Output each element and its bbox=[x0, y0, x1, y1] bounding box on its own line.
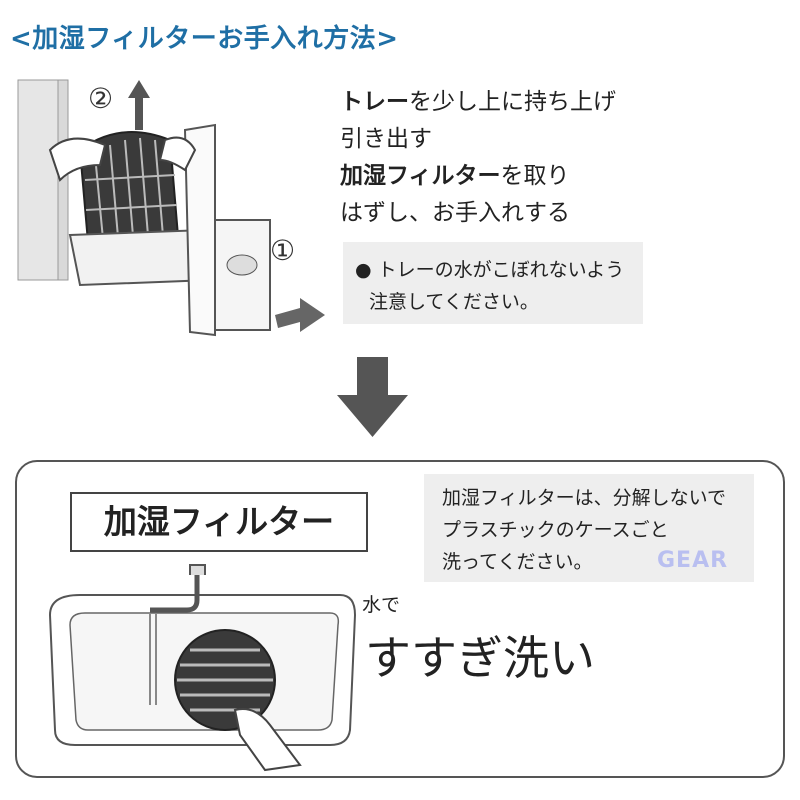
caution-note: ● トレーの水がこぼれないよう 注意してください。 bbox=[355, 254, 624, 318]
down-arrow-icon bbox=[337, 357, 408, 437]
filter-label-box: 加湿フィルター bbox=[70, 492, 368, 552]
right-arrow-icon bbox=[275, 298, 325, 332]
sink-rinse-illustration bbox=[48, 564, 357, 772]
instruction-line1: を少し上に持ち上げ bbox=[409, 89, 616, 115]
wash-note: 加湿フィルターは、分解しないで プラスチックのケースごと 洗ってください。 bbox=[442, 482, 726, 578]
watermark: GEAR bbox=[657, 548, 729, 573]
instruction-line4: はずし、お手入れする bbox=[340, 200, 570, 226]
wash-note-line3: 洗ってください。 bbox=[442, 551, 593, 573]
instruction-line3: を取り bbox=[500, 163, 570, 189]
wash-note-line2: プラスチックのケースごと bbox=[442, 519, 669, 541]
washing-panel bbox=[15, 460, 785, 778]
instruction-line2: 引き出す bbox=[340, 126, 432, 152]
wash-note-box bbox=[424, 474, 754, 582]
caution-note-box bbox=[343, 242, 643, 324]
water-label: 水で bbox=[362, 594, 401, 616]
page-title: <加湿フィルターお手入れ方法> bbox=[10, 24, 399, 54]
rinse-label: すすぎ洗い bbox=[365, 631, 595, 685]
instruction-text: トレーを少し上に持ち上げ 引き出す 加湿フィルターを取り はずし、お手入れする bbox=[340, 84, 616, 232]
step-2-marker: ② bbox=[88, 82, 113, 115]
instruction-filter-label: 加湿フィルター bbox=[340, 163, 501, 189]
wash-note-line1: 加湿フィルターは、分解しないで bbox=[442, 487, 727, 509]
step-1-marker: ① bbox=[270, 234, 295, 267]
up-arrow-icon bbox=[128, 80, 150, 130]
instruction-tray-label: トレー bbox=[340, 89, 409, 115]
caution-line2: 注意してください。 bbox=[369, 291, 539, 313]
caution-line1: ● トレーの水がこぼれないよう bbox=[355, 259, 625, 281]
humidifier-tray-illustration: ② ① bbox=[17, 79, 325, 337]
